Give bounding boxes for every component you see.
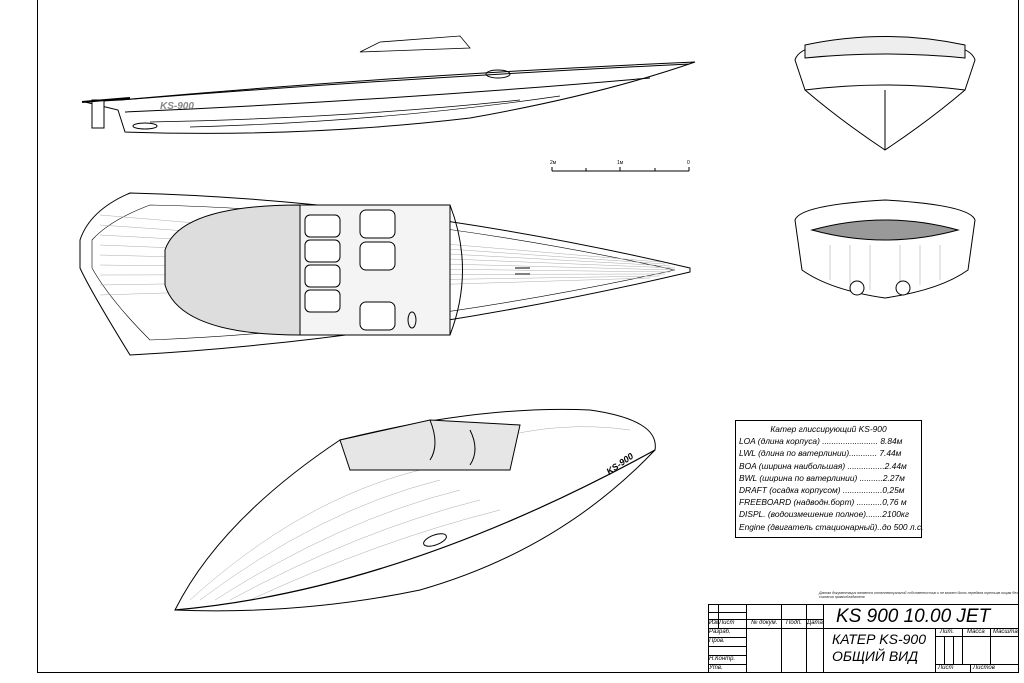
sheets-label: Листов: [971, 665, 1019, 673]
role-norm-control: Н.Контр.: [709, 656, 747, 665]
header-list: Лист: [719, 620, 747, 629]
role-approved: Утв.: [709, 665, 747, 673]
mass-label: Масса: [963, 629, 991, 637]
perspective-view-boat: [174, 408, 656, 612]
specs-title: Катер глиссирующий KS-900: [770, 424, 887, 434]
header-izm: Изм.: [709, 620, 719, 629]
spec-row: LWL (длина по ватерлинии)............ 7.…: [739, 448, 902, 459]
scale-bar: [551, 167, 690, 172]
header-doc: № докум.: [747, 620, 782, 629]
header-sign: Подп.: [782, 620, 807, 629]
document-name: КАТЕР KS-900 ОБЩИЙ ВИД: [824, 629, 936, 673]
document-code: KS 900 10.00 JET: [824, 605, 1019, 629]
scale-label: Масштаб: [991, 629, 1019, 637]
spec-row: DISPL. (водоизмешение полное).......2100…: [739, 509, 910, 520]
top-view-boat: [79, 192, 691, 356]
document-name-line2: ОБЩИЙ ВИД: [832, 648, 919, 664]
sheet-label: Лист: [936, 665, 971, 673]
scale-label-1m: 1м: [617, 160, 624, 166]
scale-label-0: 0: [687, 160, 690, 166]
role-checker: Пров.: [709, 638, 747, 647]
spec-row: FREEBOARD (надводн.борт) ...........0,76…: [739, 497, 907, 508]
title-block-note: Данная документация является интеллектуа…: [819, 591, 1018, 599]
side-view-boat: [81, 35, 696, 134]
spec-row: BOA (ширина наибольшая) ................…: [739, 460, 907, 471]
rear-view-boat: [794, 199, 976, 299]
front-view-boat: [794, 36, 976, 151]
spec-row: Engine (двигатель стационарный)..до 500 …: [739, 521, 924, 532]
spec-row: LOA (длина корпуса) ....................…: [739, 436, 903, 447]
title-block: Данная документация является интеллектуа…: [708, 591, 1019, 673]
spec-row: DRAFT (осадка корпусом) ................…: [739, 485, 905, 496]
side-view-hull-name: KS-900: [160, 101, 194, 112]
document-name-line1: КАТЕР KS-900: [832, 631, 927, 647]
spec-row: BWL (ширина по ватерлинии) ..........2.2…: [739, 472, 905, 483]
role-developer: Разраб.: [709, 629, 747, 638]
lit-label: Лит.: [936, 629, 963, 637]
drawing-frame: [37, 0, 1019, 673]
specifications-table: Катер глиссирующий KS-900 LOA (длина кор…: [735, 420, 924, 538]
scale-label-2m: 2м: [550, 160, 557, 166]
header-date: Дата: [807, 620, 824, 629]
